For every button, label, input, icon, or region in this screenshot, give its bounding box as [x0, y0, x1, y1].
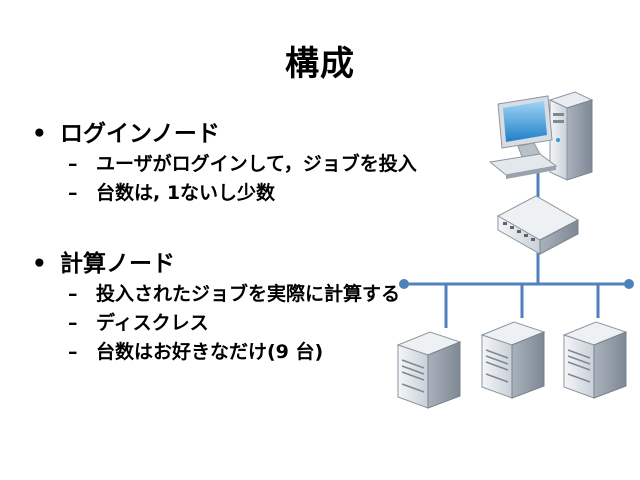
bus-end-left — [399, 279, 409, 289]
bullet-dot: • — [32, 251, 47, 277]
sub-bullet-dash: – — [68, 283, 78, 305]
desktop-pc-icon — [488, 91, 594, 181]
sub-bullet-login-submit-label: ユーザがログインして，ジョブを投入 — [96, 153, 417, 175]
sub-bullet-compute-diskless-label: ディスクレス — [96, 312, 209, 334]
sub-bullet-dash: – — [68, 153, 78, 175]
sub-bullet-login-count-label: 台数は, 1ないし少数 — [96, 182, 276, 204]
network-switch-icon — [496, 195, 580, 255]
bullet-login-node-label: ログインノード — [60, 121, 220, 147]
sub-bullet-compute-count-label: 台数はお好きなだけ(9 台) — [96, 341, 324, 363]
sub-bullet-compute-run-label: 投入されたジョブを実際に計算する — [96, 283, 401, 305]
sub-bullet-compute-run: – 投入されたジョブを実際に計算する — [30, 280, 470, 309]
bullet-compute-node: • 計算ノード — [30, 248, 470, 280]
bullet-compute-node-label: 計算ノード — [60, 251, 175, 277]
bullet-login-node: • ログインノード — [30, 118, 470, 150]
sub-bullet-login-count: – 台数は, 1ないし少数 — [30, 179, 470, 208]
sub-bullet-dash: – — [68, 341, 78, 363]
bullet-list: • ログインノード – ユーザがログインして，ジョブを投入 – 台数は, 1ない… — [30, 118, 470, 367]
sub-bullet-dash: – — [68, 182, 78, 204]
server-icon — [480, 321, 546, 399]
server-icon — [396, 331, 462, 409]
sub-bullet-compute-count: – 台数はお好きなだけ(9 台) — [30, 338, 470, 367]
sub-bullet-dash: – — [68, 312, 78, 334]
bullet-dot: • — [32, 121, 47, 147]
network-lines — [399, 170, 634, 328]
sub-bullet-login-submit: – ユーザがログインして，ジョブを投入 — [30, 150, 470, 179]
server-icon — [562, 321, 628, 399]
slide-title: 構成 — [285, 44, 355, 84]
sub-bullet-compute-diskless: – ディスクレス — [30, 309, 470, 338]
bus-end-right — [624, 279, 634, 289]
